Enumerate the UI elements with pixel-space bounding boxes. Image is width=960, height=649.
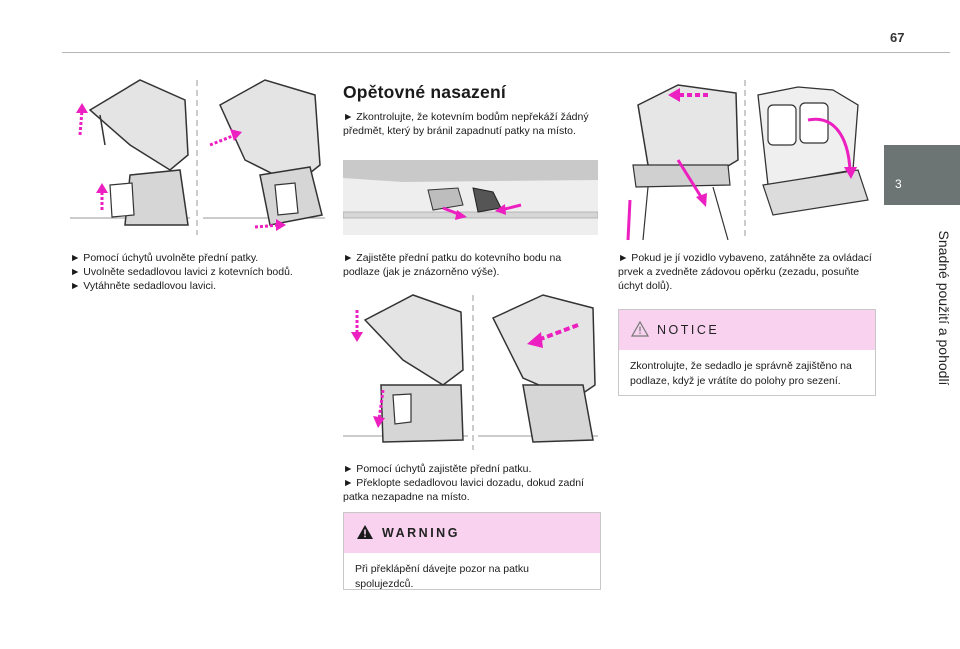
notice-header: NOTICE <box>619 310 875 350</box>
chapter-tab[interactable] <box>884 145 960 205</box>
step-release-anchors: ► Uvolněte sedadlovou lavici z kotevních… <box>70 266 293 278</box>
intro-step: ► Zkontrolujte, že kotevním bodům nepřek… <box>343 111 589 137</box>
seat-release-illustration <box>70 75 325 240</box>
lock-step-text: ► Zajistěte přední patku do kotevního bo… <box>343 251 598 279</box>
right-step-text: ► Pokud je jí vozidlo vybaveno, zatáhnět… <box>618 251 873 293</box>
step-remove-bench: ► Vytáhněte sedadlovou lavici. <box>70 280 217 292</box>
warning-text: Při překlápění dávejte pozor na patku sp… <box>355 563 529 590</box>
lock-step: ► Zajistěte přední patku do kotevního bo… <box>343 252 562 278</box>
warning-triangle-icon <box>357 525 373 539</box>
step-fold-bench-back: ► Překlopte sedadlovou lavici dozadu, do… <box>343 477 584 503</box>
warning-box: WARNING Při překlápění dávejte pozor na … <box>343 512 601 590</box>
section-title: Opětovné nasazení <box>343 82 506 102</box>
notice-box: NOTICE Zkontrolujte, že sedadlo je správ… <box>618 309 876 396</box>
warning-title: WARNING <box>382 526 460 540</box>
step-release-feet: ► Pomocí úchytů uvolněte přední patky. <box>70 252 259 264</box>
backrest-raise-illustration <box>618 75 873 245</box>
page-number: 67 <box>890 30 905 45</box>
seat-fold-back-illustration <box>343 290 598 455</box>
notice-title: NOTICE <box>657 323 720 337</box>
notice-triangle-icon <box>631 321 649 337</box>
middle-steps: ► Pomocí úchytů zajistěte přední patku. … <box>343 462 598 504</box>
notice-text: Zkontrolujte, že sedadlo je správně zaji… <box>630 360 852 387</box>
chapter-number: 3 <box>895 177 902 191</box>
intro-text: ► Zkontrolujte, že kotevním bodům nepřek… <box>343 110 598 138</box>
step-raise-backrest: ► Pokud je jí vozidlo vybaveno, zatáhnět… <box>618 252 872 292</box>
warning-header: WARNING <box>344 513 600 553</box>
left-steps: ► Pomocí úchytů uvolněte přední patky. ►… <box>70 251 330 293</box>
chapter-title: Snadné použití a pohodlí <box>936 230 952 386</box>
anchor-point-illustration <box>343 160 598 235</box>
header-rule <box>62 52 950 53</box>
step-lock-front-foot: ► Pomocí úchytů zajistěte přední patku. <box>343 463 532 475</box>
